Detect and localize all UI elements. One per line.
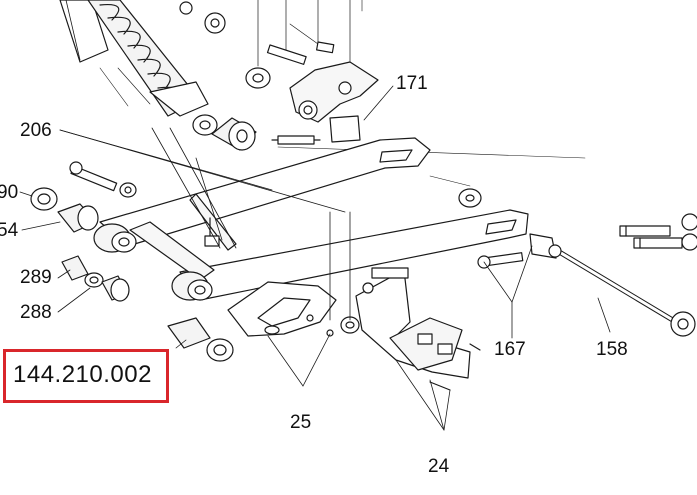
part-number: 144.210.002 — [13, 361, 152, 388]
chain-adjusters — [619, 213, 697, 251]
callout-54: 54 — [0, 220, 19, 241]
callout-158: 158 — [596, 339, 628, 360]
chain-slider — [227, 281, 360, 337]
callout-171: 171 — [396, 73, 428, 94]
callout-24: 24 — [428, 456, 450, 477]
shock-bushing — [211, 117, 257, 151]
callout-167: 167 — [494, 339, 526, 360]
callout-25: 25 — [290, 412, 312, 433]
part-number-box: 144.210.002 — [3, 349, 169, 403]
pivot-bushings — [30, 161, 234, 362]
callout-288: 288 — [20, 302, 52, 323]
rear-axle-parts — [458, 188, 696, 337]
shock-absorber — [59, 0, 218, 136]
chain-guide — [355, 267, 481, 391]
top-bolts-nuts — [179, 0, 351, 89]
leader-lines — [19, 85, 611, 431]
link-bracket — [271, 61, 379, 145]
callout-90: 90 — [0, 182, 19, 203]
callout-289: 289 — [20, 267, 52, 288]
swingarm — [93, 137, 529, 301]
callout-206: 206 — [20, 120, 52, 141]
